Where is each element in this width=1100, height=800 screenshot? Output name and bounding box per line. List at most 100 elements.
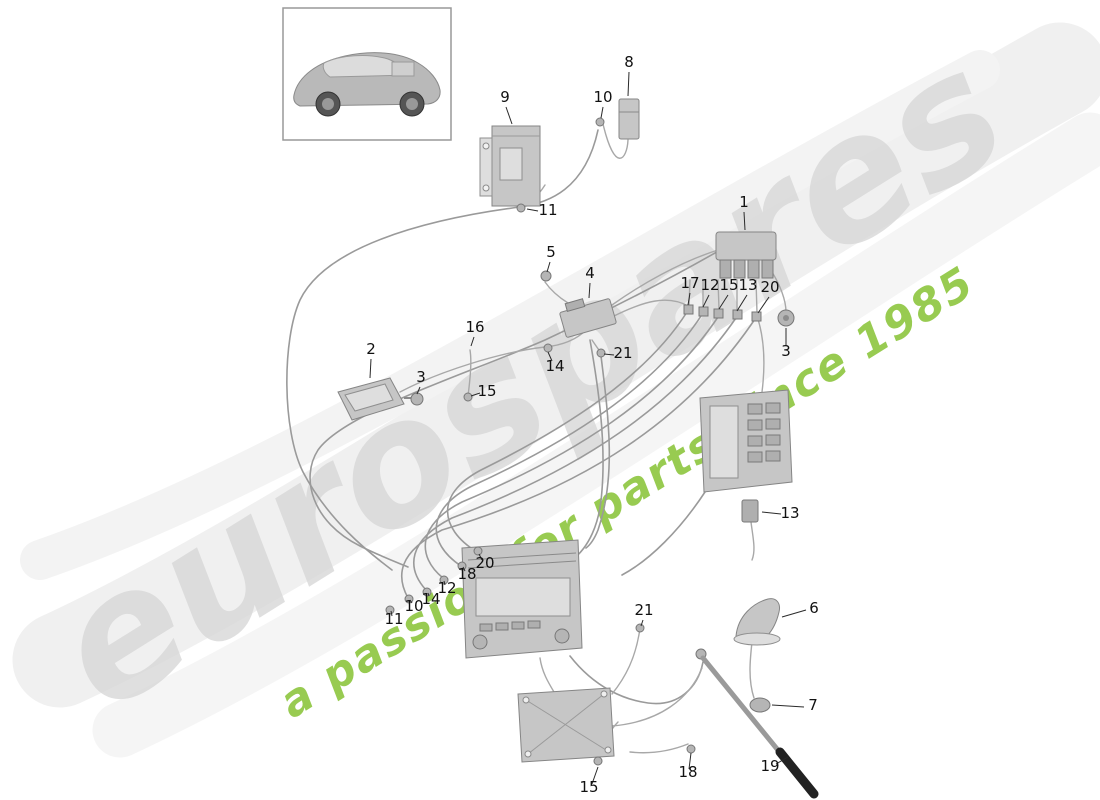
- clip-10-top: [595, 117, 605, 127]
- leader-line-18: [688, 752, 692, 770]
- clip-11-top: [516, 203, 526, 213]
- leader-line-12: [702, 294, 710, 308]
- leader-line-4: [588, 282, 591, 299]
- clip-11-bottom: [385, 605, 395, 615]
- car-hub-front: [322, 98, 334, 110]
- leader-line-19: [775, 756, 789, 765]
- part-label-14: 14: [545, 357, 564, 375]
- radio-head-unit: [461, 539, 583, 659]
- module-4: [559, 298, 617, 338]
- connector-clips: [385, 117, 762, 766]
- leader-line-17: [687, 292, 691, 306]
- part-label-12: 12: [700, 276, 719, 294]
- leader-line-16: [470, 336, 475, 347]
- part-label-11: 11: [384, 610, 403, 628]
- part-label-16: 16: [465, 318, 484, 336]
- clip-14-bottom: [422, 587, 432, 597]
- leader-line-9: [505, 106, 513, 125]
- car-sunroof: [391, 61, 415, 77]
- part-label-13: 13: [738, 276, 757, 294]
- part-label-14: 14: [421, 590, 440, 608]
- leader-line-15: [470, 392, 481, 397]
- clip-13-top: [732, 309, 743, 320]
- clip-12-top: [698, 306, 709, 317]
- part-label-3: 3: [416, 368, 426, 386]
- leader-line-15: [591, 766, 599, 785]
- part-label-3: 3: [781, 342, 791, 360]
- module-8: [618, 98, 640, 140]
- part-label-2: 2: [366, 340, 376, 358]
- part-label-20: 20: [475, 554, 494, 572]
- part-label-6: 6: [809, 599, 819, 617]
- roof-antenna-6: [733, 598, 781, 646]
- part-label-1: 1: [739, 193, 749, 211]
- car-thumbnail: [282, 7, 452, 141]
- leader-line-14: [427, 592, 430, 597]
- clip-15-left: [463, 392, 473, 402]
- part-label-21: 21: [613, 344, 632, 362]
- antenna-mast-19: [695, 648, 819, 799]
- clip-21-bottom: [635, 623, 645, 633]
- bracket-9: [479, 125, 541, 207]
- leader-line-21: [603, 353, 615, 356]
- seal-7: [749, 697, 771, 713]
- clip-5: [540, 270, 552, 282]
- clip-18-bottom-right: [686, 744, 696, 754]
- knob-3-right: [777, 309, 795, 327]
- leader-line-7: [771, 704, 805, 708]
- leader-line-2: [369, 358, 372, 379]
- part-label-15: 15: [477, 382, 496, 400]
- leader-line-6: [781, 609, 807, 618]
- part-label-10: 10: [593, 88, 612, 106]
- leader-line-14: [547, 351, 553, 362]
- leader-line-5: [546, 261, 551, 273]
- leader-line-1: [743, 211, 746, 231]
- leader-line-20: [757, 296, 770, 314]
- part-label-7: 7: [808, 696, 818, 714]
- leader-line-3: [416, 386, 421, 395]
- part-label-21: 21: [634, 601, 653, 619]
- clip-14-mid: [543, 343, 553, 353]
- connector-13-right: [741, 499, 759, 523]
- part-label-17: 17: [680, 274, 699, 292]
- leader-line-10: [409, 599, 413, 604]
- part-label-13: 13: [780, 504, 799, 522]
- part-label-5: 5: [546, 243, 556, 261]
- part-label-12: 12: [437, 579, 456, 597]
- leader-line-10: [600, 106, 604, 119]
- part-label-4: 4: [585, 264, 595, 282]
- clip-12-bottom: [439, 575, 449, 585]
- leader-line-12: [443, 580, 446, 586]
- clip-21-mid: [596, 348, 606, 358]
- amplifier-2: [337, 377, 411, 421]
- part-label-8: 8: [624, 53, 634, 71]
- leader-line-13: [761, 511, 782, 515]
- part-label-18: 18: [678, 763, 697, 781]
- clip-20-top: [751, 311, 762, 322]
- leader-line-11: [390, 610, 393, 617]
- knob-3-left: [410, 392, 424, 406]
- clip-20-bottom: [473, 546, 483, 556]
- leader-line-15: [718, 294, 729, 310]
- leader-line-20: [478, 553, 483, 561]
- part-label-11: 11: [538, 201, 557, 219]
- leader-line-21: [640, 619, 644, 627]
- amplifier-bottom: [517, 687, 615, 763]
- leader-line-11: [526, 208, 539, 212]
- clip-15-top: [713, 308, 724, 319]
- leader-line-8: [627, 71, 630, 97]
- leader-line-13: [736, 294, 748, 312]
- part-label-9: 9: [500, 88, 510, 106]
- part-label-10: 10: [404, 597, 423, 615]
- clip-15-bottom: [593, 756, 603, 766]
- amplifier-assembly-1: [715, 231, 777, 279]
- clip-17: [683, 304, 694, 315]
- watermark-swoosh: [12, 22, 1100, 758]
- part-label-19: 19: [760, 757, 779, 775]
- part-label-15: 15: [579, 778, 598, 796]
- car-hub-rear: [406, 98, 418, 110]
- part-label-20: 20: [760, 278, 779, 296]
